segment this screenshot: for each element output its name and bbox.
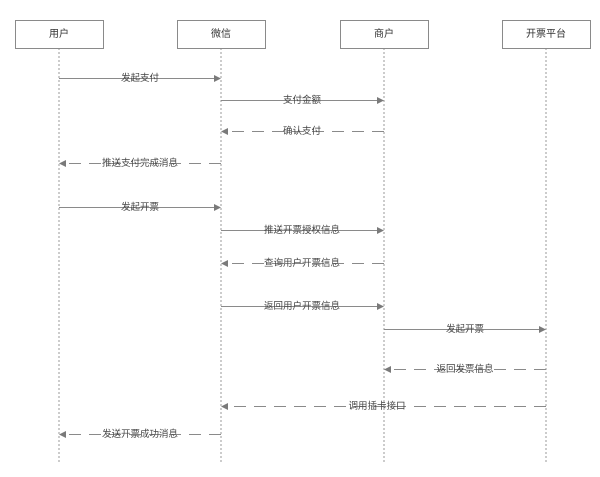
message-5[interactable]: 发起开票 xyxy=(59,201,221,213)
participant-box xyxy=(340,20,429,49)
participant-label: 微信 xyxy=(211,27,231,40)
participant-label: 用户 xyxy=(49,27,69,40)
message-7[interactable]: 查询用户开票信息 xyxy=(221,257,384,269)
message-label: 支付金额 xyxy=(283,94,322,106)
message-label: 返回发票信息 xyxy=(436,363,493,375)
message-label: 发起开票 xyxy=(121,201,160,213)
participant-box xyxy=(502,20,591,49)
participant-box xyxy=(177,20,266,49)
message-11[interactable]: 调用插卡接口 xyxy=(221,400,546,412)
message-12[interactable]: 发送开票成功消息 xyxy=(59,428,221,440)
message-1[interactable]: 发起支付 xyxy=(59,72,221,84)
message-6[interactable]: 推送开票授权信息 xyxy=(221,224,384,236)
participant-merchant[interactable]: 商户 xyxy=(340,20,429,49)
lifelines xyxy=(58,48,547,462)
participant-user[interactable]: 用户 xyxy=(15,20,104,49)
participants: 用户 微信 商户 开票平台 xyxy=(15,20,591,49)
arrowhead-icon xyxy=(221,128,228,135)
arrowhead-icon xyxy=(214,75,221,82)
message-label: 推送开票授权信息 xyxy=(264,224,340,236)
message-3[interactable]: 确认支付 xyxy=(221,125,384,137)
arrowhead-icon xyxy=(377,97,384,104)
message-8[interactable]: 返回用户开票信息 xyxy=(221,300,384,312)
arrowhead-icon xyxy=(221,403,228,410)
participant-invoice[interactable]: 开票平台 xyxy=(502,20,591,49)
arrowhead-icon xyxy=(377,227,384,234)
messages: 发起支付支付金额确认支付推送支付完成消息发起开票推送开票授权信息查询用户开票信息… xyxy=(59,72,546,440)
message-label: 发起开票 xyxy=(446,323,485,335)
arrowhead-icon xyxy=(377,303,384,310)
participant-box xyxy=(15,20,104,49)
message-4[interactable]: 推送支付完成消息 xyxy=(59,157,221,169)
arrowhead-icon xyxy=(539,326,546,333)
message-label: 推送支付完成消息 xyxy=(102,157,178,169)
message-2[interactable]: 支付金额 xyxy=(221,94,384,106)
arrowhead-icon xyxy=(384,366,391,373)
participant-label: 开票平台 xyxy=(526,27,566,40)
arrowhead-icon xyxy=(214,204,221,211)
message-9[interactable]: 发起开票 xyxy=(384,323,546,335)
participant-wechat[interactable]: 微信 xyxy=(177,20,266,49)
message-label: 查询用户开票信息 xyxy=(264,257,340,269)
message-10[interactable]: 返回发票信息 xyxy=(384,363,546,375)
message-label: 确认支付 xyxy=(283,125,322,137)
message-label: 返回用户开票信息 xyxy=(264,300,340,312)
arrowhead-icon xyxy=(59,160,66,167)
arrowhead-icon xyxy=(221,260,228,267)
message-label: 发送开票成功消息 xyxy=(102,428,178,440)
message-label: 调用插卡接口 xyxy=(348,400,405,412)
message-label: 发起支付 xyxy=(121,72,160,84)
participant-label: 商户 xyxy=(374,27,394,40)
arrowhead-icon xyxy=(59,431,66,438)
